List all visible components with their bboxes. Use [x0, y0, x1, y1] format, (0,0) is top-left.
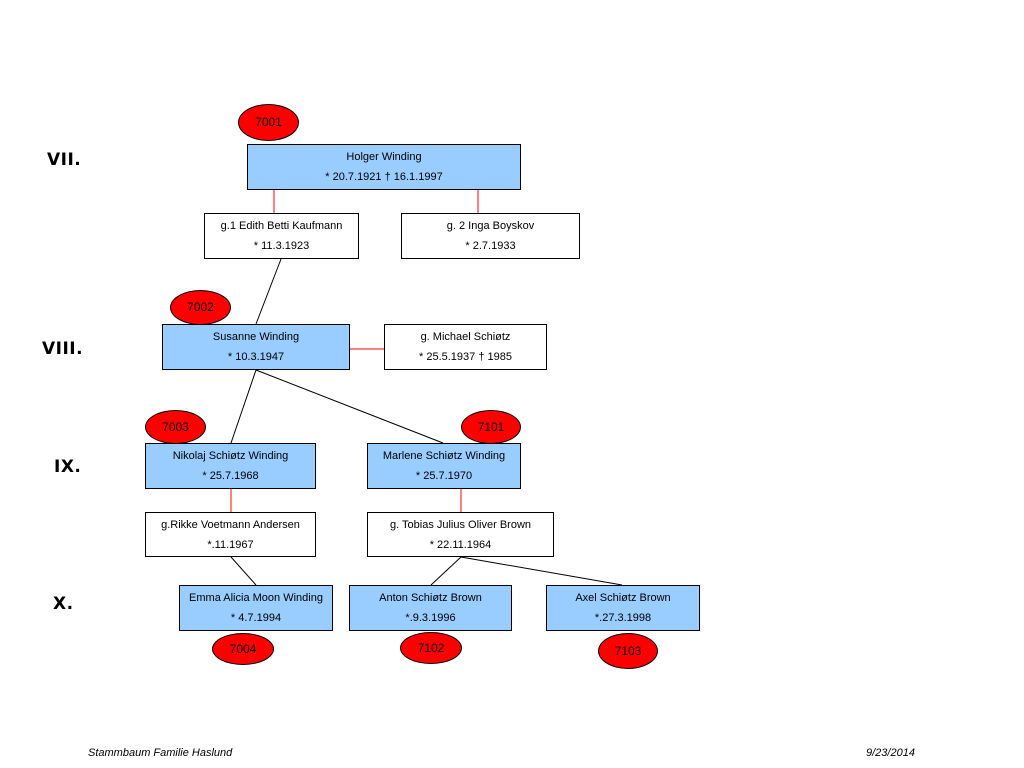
person-name: Anton Schiøtz Brown: [379, 592, 482, 604]
descent-line-tobias-anton: [430, 556, 462, 586]
person-dates: *.11.1967: [207, 539, 254, 551]
person-dates: * 25.7.1970: [415, 470, 473, 482]
person-name: Emma Alicia Moon Winding: [189, 592, 323, 604]
person-dates: * 25.5.1937 † 1985: [419, 351, 512, 363]
generation-label-x: X.: [53, 594, 74, 614]
person-dates: *.9.3.1996: [405, 612, 456, 624]
person-box-marlene[interactable]: Marlene Schiøtz Winding * 25.7.1970: [367, 443, 521, 489]
footer-title: Stammbaum Familie Haslund: [88, 747, 233, 759]
person-name: Axel Schiøtz Brown: [575, 592, 671, 604]
person-box-nikolaj[interactable]: Nikolaj Schiøtz Winding * 25.7.1968: [145, 443, 316, 489]
person-name: g.1 Edith Betti Kaufmann: [220, 220, 343, 232]
generation-label-vii: VII.: [47, 150, 82, 170]
descent-line-edith-susanne: [255, 258, 282, 325]
footer-date: 9/23/2014: [866, 747, 915, 759]
person-dates: * 22.11.1964: [429, 539, 492, 551]
id-tag-axel: 7103: [598, 633, 658, 669]
descent-line-tobias-axel: [460, 556, 623, 586]
descent-line-susanne-marlene: [255, 369, 444, 444]
generation-label-ix: IX.: [54, 457, 82, 477]
person-name: Holger Winding: [346, 151, 422, 163]
spouse-box-michael[interactable]: g. Michael Schiøtz * 25.5.1937 † 1985: [384, 324, 547, 370]
person-box-susanne[interactable]: Susanne Winding * 10.3.1947: [162, 324, 350, 370]
id-tag-nikolaj: 7003: [145, 410, 206, 444]
person-name: g. 2 Inga Boyskov: [446, 220, 535, 232]
spouse-box-inga[interactable]: g. 2 Inga Boyskov * 2.7.1933: [401, 213, 580, 259]
generation-label-viii: VIII.: [42, 339, 84, 359]
id-tag-holger: 7001: [238, 104, 299, 141]
person-box-axel[interactable]: Axel Schiøtz Brown *.27.3.1998: [546, 585, 700, 631]
spouse-box-tobias[interactable]: g. Tobias Julius Oliver Brown * 22.11.19…: [367, 512, 554, 557]
person-dates: * 20.7.1921 † 16.1.1997: [325, 171, 443, 183]
person-name: g. Tobias Julius Oliver Brown: [389, 519, 532, 531]
person-name: Susanne Winding: [212, 331, 300, 343]
person-box-holger[interactable]: Holger Winding * 20.7.1921 † 16.1.1997: [247, 144, 521, 190]
person-dates: * 25.7.1968: [202, 470, 259, 482]
person-box-emma[interactable]: Emma Alicia Moon Winding * 4.7.1994: [179, 585, 333, 631]
person-name: g.Rikke Voetmann Andersen: [161, 519, 300, 531]
id-tag-marlene: 7101: [461, 410, 521, 444]
descent-line-rikke-emma: [230, 556, 257, 586]
person-box-anton[interactable]: Anton Schiøtz Brown *.9.3.1996: [349, 585, 512, 631]
person-dates: * 2.7.1933: [465, 240, 516, 252]
id-tag-emma: 7004: [212, 633, 274, 665]
person-dates: * 10.3.1947: [227, 351, 285, 363]
spouse-box-rikke[interactable]: g.Rikke Voetmann Andersen *.11.1967: [145, 512, 316, 557]
person-dates: *.27.3.1998: [594, 612, 652, 624]
descent-line-susanne-nikolaj: [230, 369, 257, 444]
id-tag-anton: 7102: [400, 632, 462, 664]
person-name: Marlene Schiøtz Winding: [382, 450, 506, 462]
person-dates: * 4.7.1994: [230, 612, 282, 624]
person-name: g. Michael Schiøtz: [420, 331, 511, 343]
spouse-box-edith[interactable]: g.1 Edith Betti Kaufmann * 11.3.1923: [204, 213, 359, 259]
id-tag-susanne: 7002: [170, 290, 231, 325]
person-dates: * 11.3.1923: [253, 240, 310, 252]
person-name: Nikolaj Schiøtz Winding: [172, 450, 289, 462]
